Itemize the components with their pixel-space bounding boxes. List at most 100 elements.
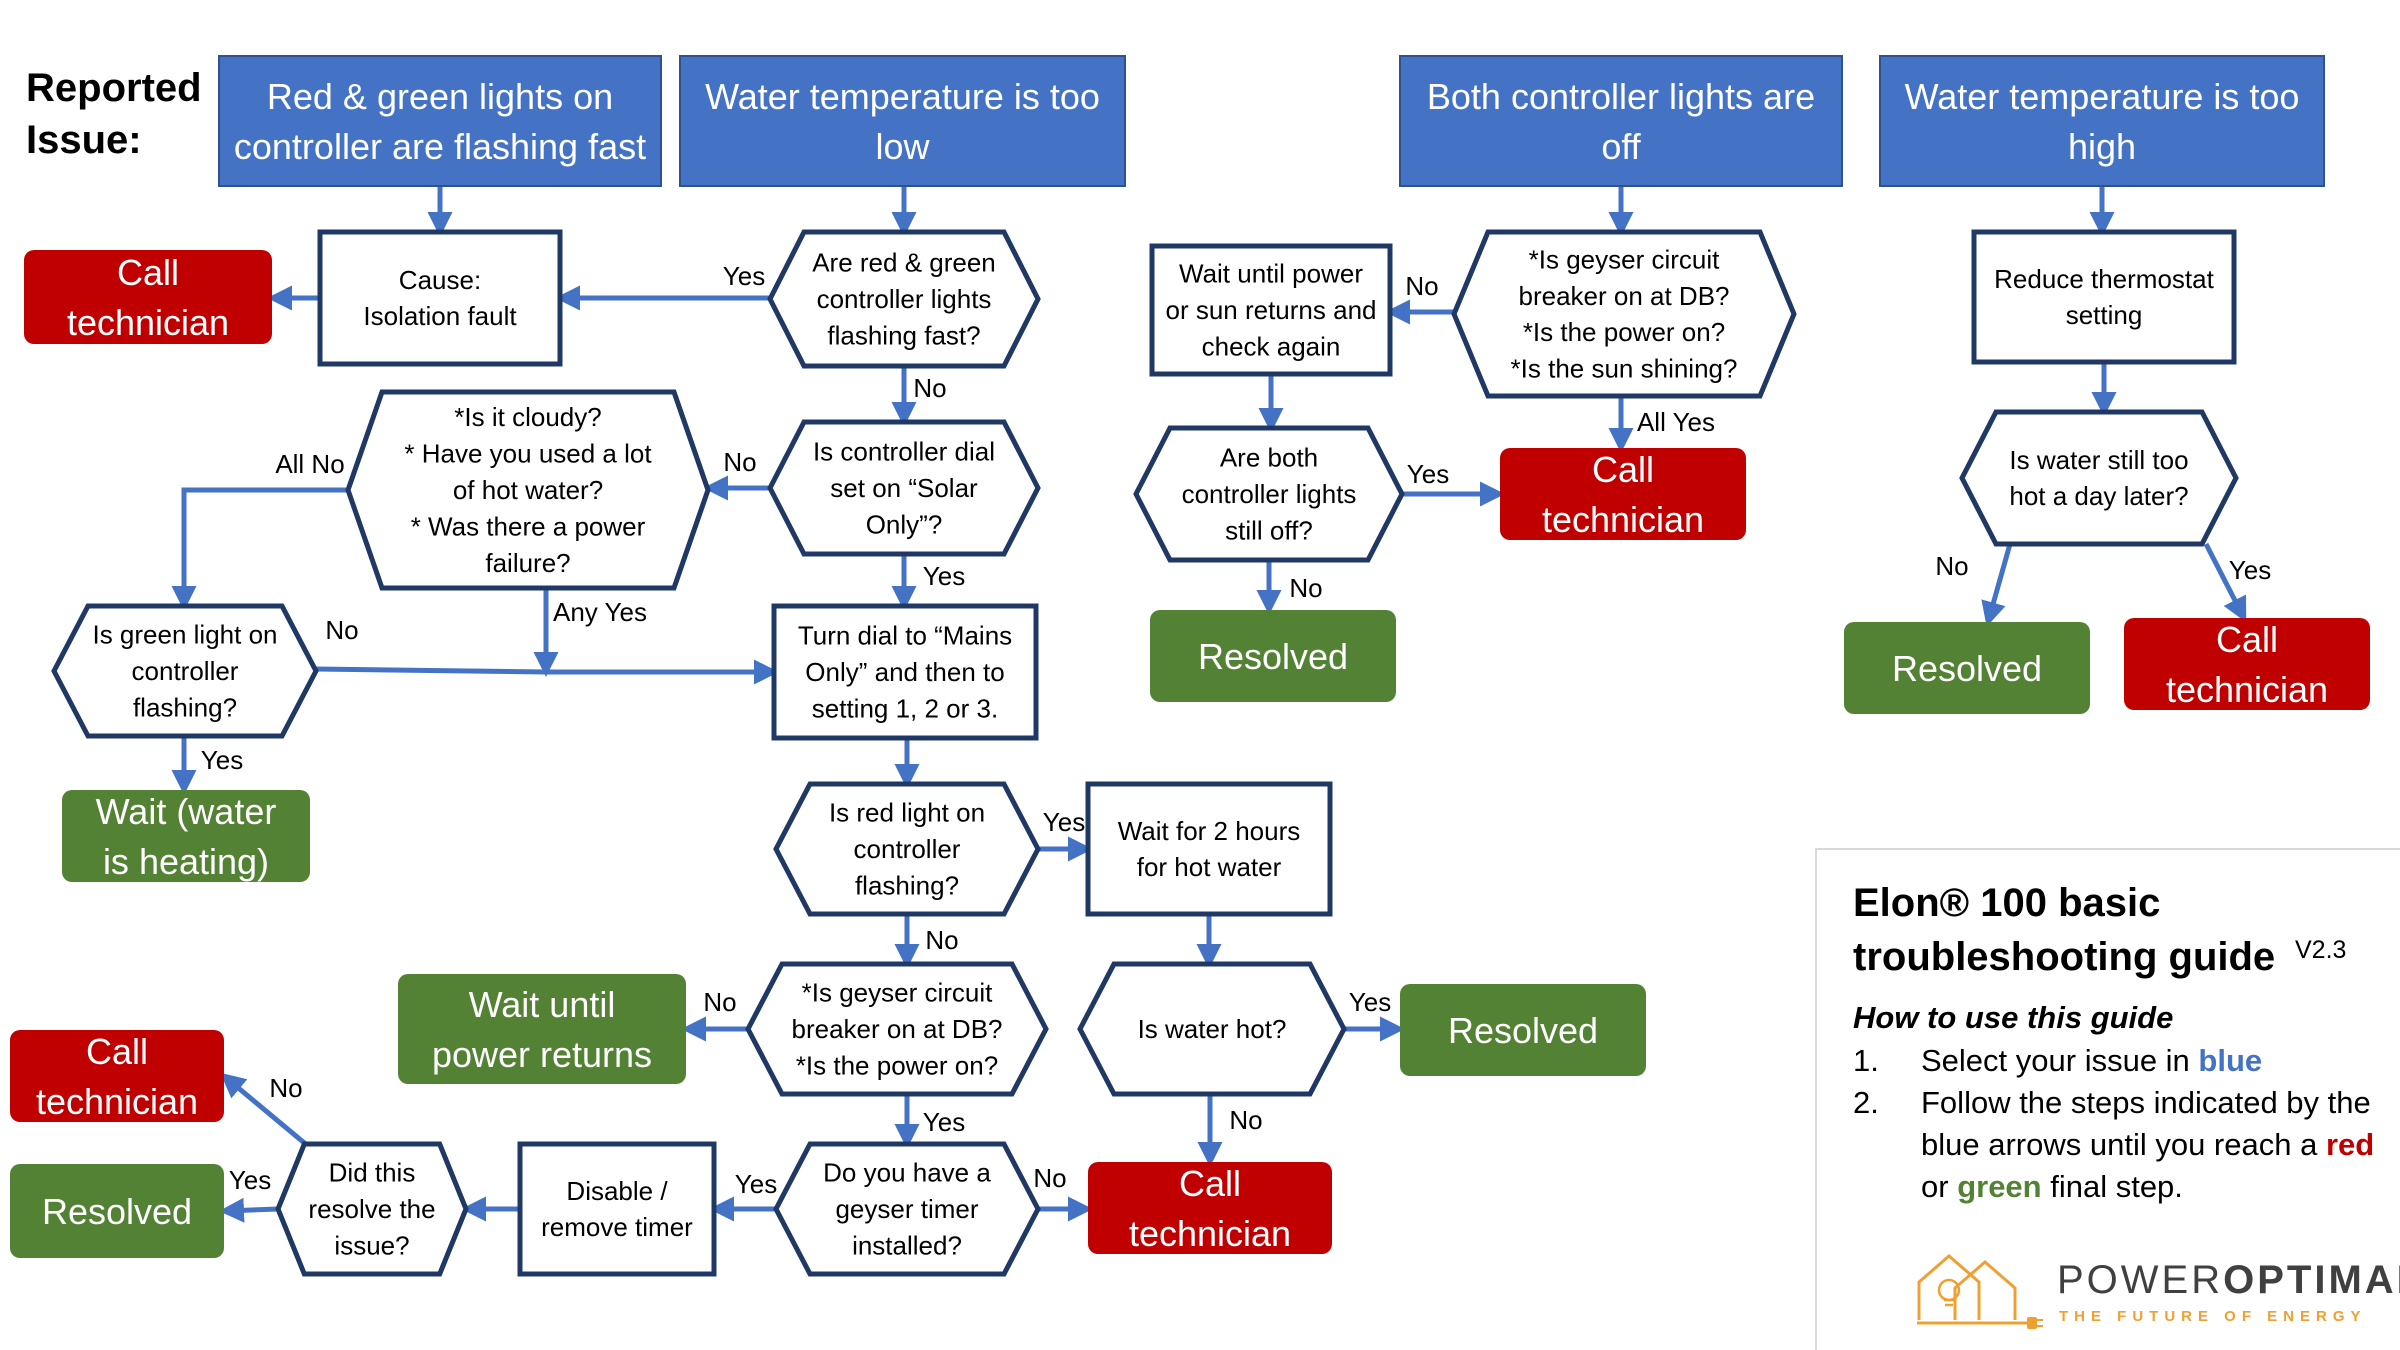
edge-label-yes-resolve: Yes xyxy=(229,1165,271,1195)
resolved-shape xyxy=(1400,984,1646,1076)
call-technician-shape xyxy=(10,1030,224,1122)
process-shape xyxy=(1971,229,2237,365)
logo-tagline: THE FUTURE OF ENERGY xyxy=(2059,1308,2367,1325)
process-shape xyxy=(517,1141,717,1277)
edge-label-yes-breaker: Yes xyxy=(923,1107,965,1137)
edge-label-yes-still-hot: Yes xyxy=(2229,555,2271,585)
process-node-cause-isolation: Cause:Isolation fault xyxy=(317,229,563,367)
step-text: Follow the steps indicated by the blue a… xyxy=(1921,1082,2393,1208)
edge-label-yes-hot: Yes xyxy=(1349,987,1391,1017)
issue-shape xyxy=(1399,55,1843,187)
edge-label-no-red: No xyxy=(925,925,958,955)
resolved-node-resolved-high: Resolved xyxy=(1844,622,2090,714)
step-text-part: Follow the steps indicated by the blue a… xyxy=(1921,1085,2371,1162)
how-to-step-1: 1. Select your issue in blue xyxy=(1853,1040,2393,1082)
decision-node-q-water-hot: Is water hot? xyxy=(1077,961,1347,1097)
process-shape xyxy=(771,603,1039,741)
edge-label-all-no: All No xyxy=(275,449,344,479)
step-number: 2. xyxy=(1853,1085,1879,1120)
node-label: Cause:Isolation fault xyxy=(363,265,517,331)
edge-label-no-timer: No xyxy=(1033,1163,1066,1193)
edge-label-no-breaker: No xyxy=(703,987,736,1017)
guide-info-panel: Elon® 100 basic troubleshooting guide V2… xyxy=(1815,848,2400,1350)
process-node-disable-timer: Disable /remove timer xyxy=(517,1141,717,1277)
process-shape xyxy=(317,229,563,367)
decision-shape xyxy=(767,229,1041,369)
step-text-part: final step. xyxy=(2041,1169,2183,1204)
edge-label-yes-red: Yes xyxy=(1043,807,1085,837)
decision-shape xyxy=(1451,229,1797,399)
logo-word-power: POWER xyxy=(2057,1258,2224,1302)
issue-shape xyxy=(1879,55,2325,187)
flow-arrow xyxy=(2203,542,2247,623)
decision-shape xyxy=(745,961,1049,1097)
decision-shape xyxy=(51,603,319,739)
edge-label-yes-flashing: Yes xyxy=(723,261,765,291)
process-shape xyxy=(1085,781,1333,917)
resolved-node-resolved-hot: Resolved xyxy=(1400,984,1646,1076)
red-keyword: red xyxy=(2325,1127,2375,1162)
resolved-shape xyxy=(10,1164,224,1258)
edge-label-no-hot: No xyxy=(1229,1105,1262,1135)
resolved-shape xyxy=(62,790,310,882)
edge-label-no-resolve: No xyxy=(269,1073,302,1103)
blue-keyword: blue xyxy=(2198,1043,2263,1078)
edge-label-no-off: No xyxy=(1289,573,1322,603)
edge-label-yes-green: Yes xyxy=(201,745,243,775)
issue-shape xyxy=(679,55,1126,187)
process-shape xyxy=(1149,243,1393,377)
decision-shape xyxy=(767,419,1041,557)
decision-shape xyxy=(773,1141,1041,1277)
step-number: 1. xyxy=(1853,1043,1879,1078)
flow-arrow xyxy=(219,1197,279,1223)
resolved-shape xyxy=(1844,622,2090,714)
decision-shape xyxy=(345,389,711,591)
edge-label-no-green: No xyxy=(325,615,358,645)
node-label: Resolved xyxy=(42,1191,192,1232)
flow-arrow xyxy=(220,1072,310,1148)
decision-shape xyxy=(1077,961,1347,1097)
power-optimal-logo: POWEROPTIMAL THE FUTURE OF ENERGY xyxy=(1915,1250,2400,1330)
how-to-heading: How to use this guide xyxy=(1853,1000,2174,1035)
issue-shape xyxy=(218,55,662,187)
edge-label-yes-off: Yes xyxy=(1407,459,1449,489)
logo-wordmark: POWEROPTIMAL xyxy=(2057,1258,2400,1303)
green-keyword: green xyxy=(1957,1169,2042,1204)
edge-label-yes-solar: Yes xyxy=(923,561,965,591)
node-label: Resolved xyxy=(1198,636,1348,677)
flow-arrow xyxy=(1981,543,2013,627)
